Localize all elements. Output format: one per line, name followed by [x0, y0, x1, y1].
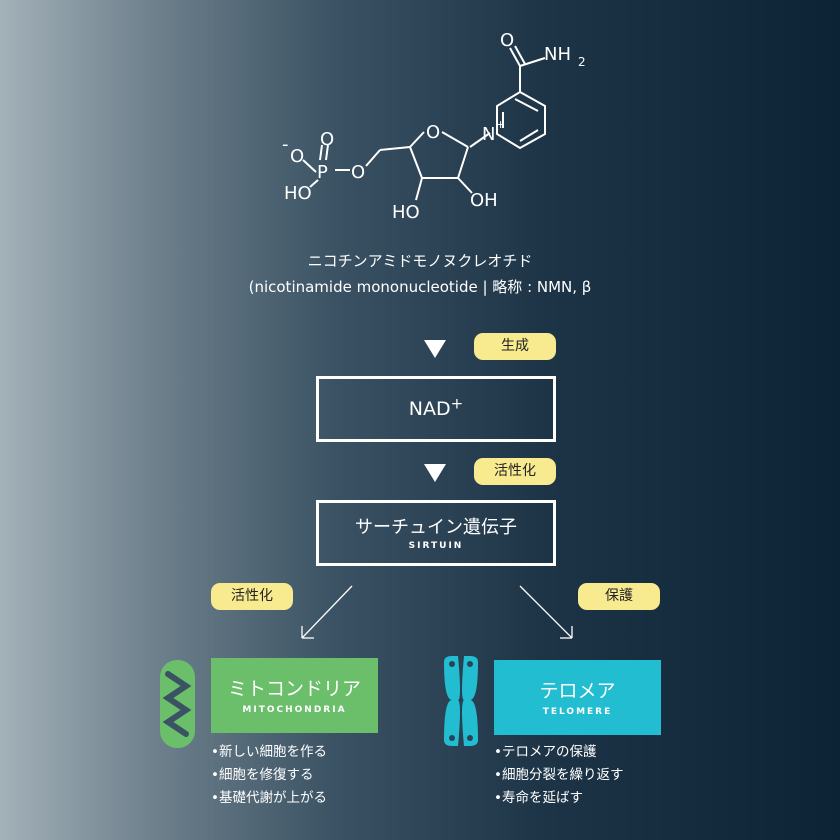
compound-name-en: (nicotinamide mononucleotide | 略称 : NMN,… [248, 278, 592, 296]
list-item: •細胞を修復する [211, 767, 314, 783]
subscript-2: 2 [578, 55, 586, 69]
badge-activate: 活性化 [474, 458, 556, 485]
down-triangle-icon [424, 340, 446, 358]
charge-plus: + [496, 118, 505, 131]
badge-left: 活性化 [211, 583, 293, 610]
telomere-title: テロメア [539, 680, 616, 702]
list-item: •細胞分裂を繰り返す [494, 767, 624, 783]
atom-ho-p: HO [284, 183, 312, 204]
list-item: •寿命を延ばす [494, 790, 583, 806]
telomere-sub: TELOMERE [542, 707, 613, 717]
telomere-box: テロメア TELOMERE [494, 660, 661, 735]
sirtuin-label: サーチュイン遺伝子 [355, 517, 517, 538]
atom-o-link: O [351, 162, 365, 183]
atom-ring-o: O [426, 122, 440, 143]
atom-oh: OH [470, 190, 498, 211]
nad-box: NAD+ [316, 376, 556, 442]
telomere-bullets: •テロメアの保護 •細胞分裂を繰り返す •寿命を延ばす [494, 741, 623, 810]
compound-name-jp: ニコチンアミドモノヌクレオチド [307, 252, 533, 270]
list-item: •テロメアの保護 [494, 744, 597, 760]
atom-n: N [482, 124, 495, 145]
sirtuin-sub: SIRTUIN [408, 541, 464, 551]
nad-sup: + [450, 394, 464, 413]
mitochondria-box: ミトコンドリア MITOCHONDRIA [211, 658, 378, 733]
mitochondria-icon [160, 660, 195, 748]
atom-o-minus: O [290, 146, 304, 167]
badge-right: 保護 [578, 583, 660, 610]
down-triangle-icon [424, 464, 446, 482]
chromosome-icon [444, 656, 478, 746]
charge-minus: - [282, 134, 289, 155]
nad-label: NAD [408, 398, 451, 420]
sirtuin-box: サーチュイン遺伝子 SIRTUIN [316, 500, 556, 566]
arrow-right [519, 585, 573, 639]
arrow-left [301, 585, 353, 639]
atom-o: O [500, 30, 514, 51]
mitochondria-sub: MITOCHONDRIA [242, 705, 347, 715]
atom-p-o: O [320, 129, 334, 150]
mitochondria-title: ミトコンドリア [227, 678, 361, 700]
atom-nh2: NH [544, 44, 571, 65]
list-item: •新しい細胞を作る [211, 744, 327, 760]
atom-ho: HO [392, 202, 420, 223]
badge-generate: 生成 [474, 333, 556, 360]
list-item: •基礎代謝が上がる [211, 790, 327, 806]
atom-p: P [317, 162, 328, 183]
mitochondria-bullets: •新しい細胞を作る •細胞を修復する •基礎代謝が上がる [211, 741, 327, 810]
pyridine-ring [496, 90, 546, 150]
